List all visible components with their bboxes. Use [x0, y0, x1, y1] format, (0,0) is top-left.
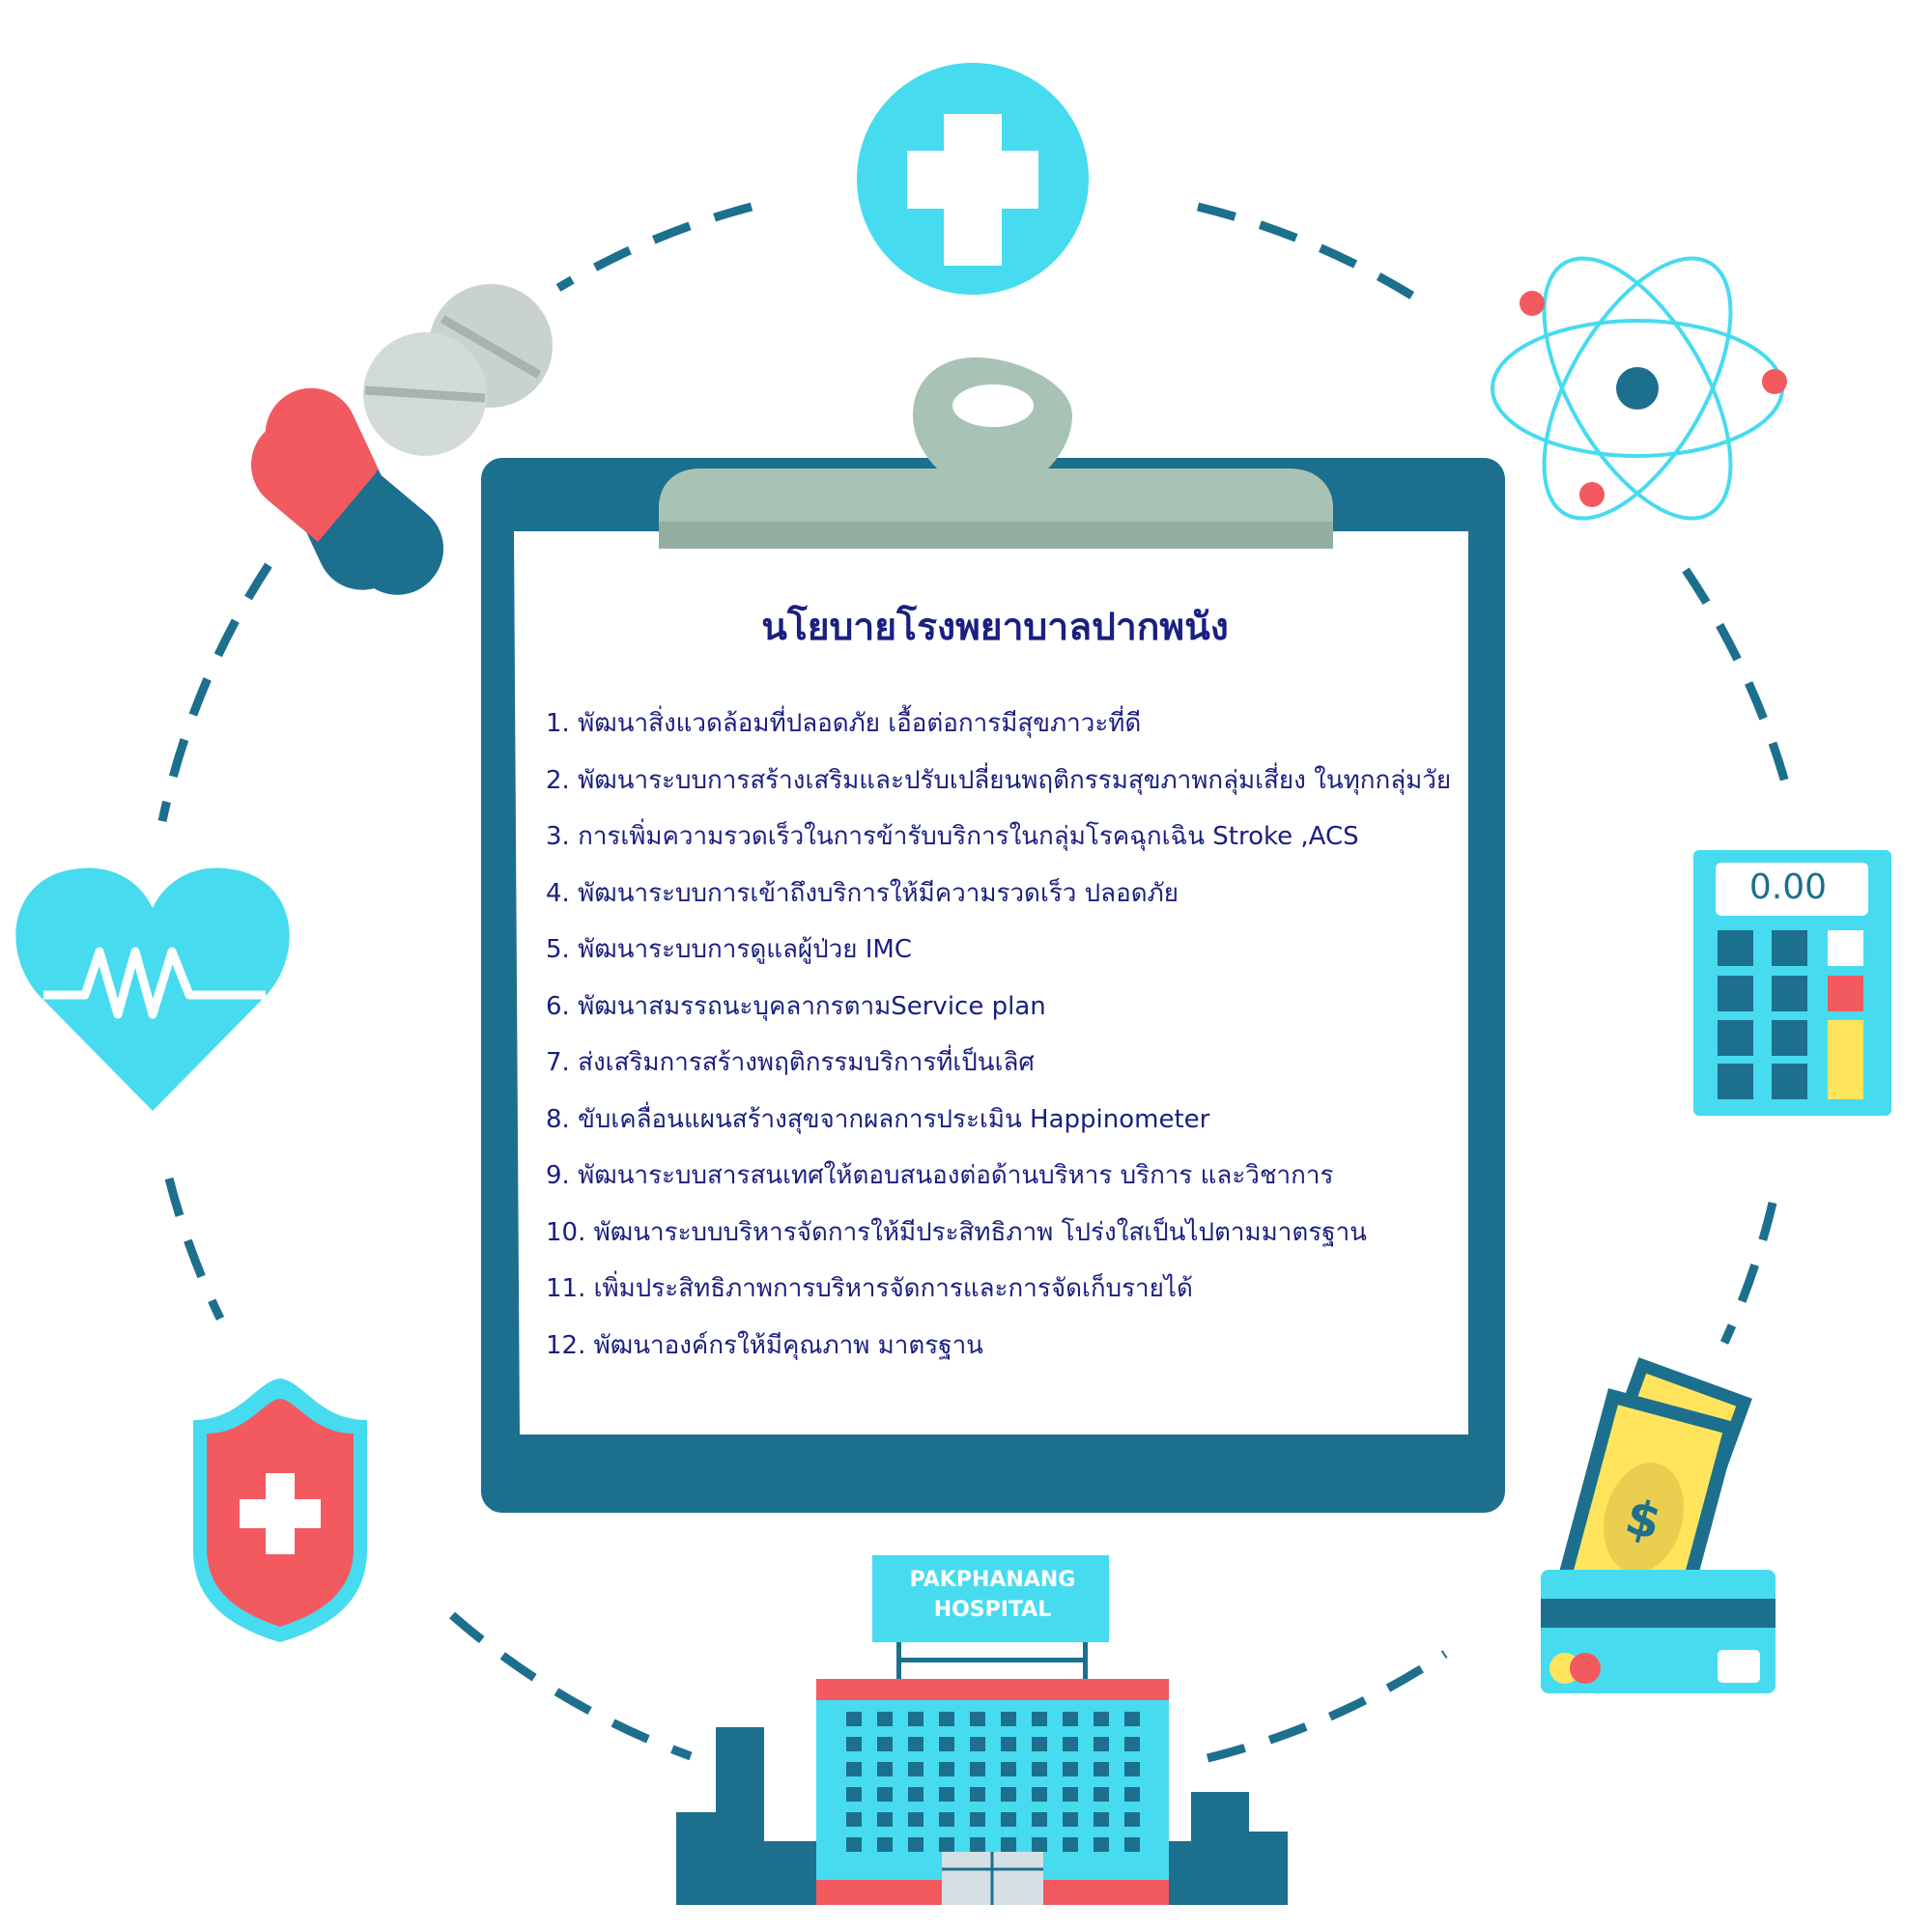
hospital-window — [1124, 1787, 1140, 1802]
atom-icon — [1491, 256, 1787, 521]
hospital-window — [1001, 1712, 1016, 1726]
hospital-building-icon — [676, 1555, 1288, 1905]
policy-item: 8. ขับเคลื่อนแผนสร้างสุขจากผลการประเมิน … — [546, 1104, 1210, 1134]
hospital-window — [1094, 1837, 1109, 1852]
hospital-window — [1001, 1737, 1016, 1751]
policy-item: 1. พัฒนาสิ่งแวดล้อมที่ปลอดภัย เอื้อต่อกา… — [546, 709, 1142, 738]
hospital-window — [1063, 1837, 1078, 1852]
ring-arc-top-left — [555, 202, 753, 292]
policy-item: 6. พัฒนาสมรรถนะบุคลากรตามService plan — [546, 991, 1046, 1021]
policy-item: 5. พัฒนาระบบการดูแลผู้ป่วย IMC — [546, 935, 912, 964]
policy-item: 9. พัฒนาระบบสารสนเทศให้ตอบสนองต่อด้านบริ… — [546, 1161, 1334, 1190]
hospital-window — [970, 1812, 985, 1827]
pills-icon — [251, 284, 553, 595]
hospital-window — [1094, 1762, 1109, 1776]
hospital-window — [1094, 1737, 1109, 1751]
hospital-window — [1032, 1737, 1047, 1751]
ring-arc-left-lower — [164, 1177, 225, 1321]
hospital-window — [1124, 1712, 1140, 1726]
hospital-window — [877, 1712, 893, 1726]
hospital-window — [1032, 1812, 1047, 1827]
hospital-window — [908, 1837, 923, 1852]
hospital-window — [877, 1737, 893, 1751]
hospital-window — [970, 1737, 985, 1751]
hospital-window — [1001, 1812, 1016, 1827]
clipboard — [481, 357, 1505, 1513]
hospital-window — [1063, 1737, 1078, 1751]
hospital-window — [846, 1837, 862, 1852]
hospital-window — [846, 1762, 862, 1776]
hospital-window — [970, 1712, 985, 1726]
hospital-sign-line1: PAKPHANANG — [909, 1568, 1076, 1592]
hospital-window — [1032, 1837, 1047, 1852]
policy-item: 3. การเพิ่มความรวดเร็วในการข้ารับบริการใ… — [546, 822, 1359, 851]
hospital-window — [846, 1787, 862, 1802]
hospital-window — [877, 1762, 893, 1776]
money-card-icon: $ $ — [1541, 1357, 1776, 1693]
medical-cross-icon — [857, 63, 1089, 295]
ring-arc-top-right — [1196, 202, 1418, 301]
hospital-window — [908, 1762, 923, 1776]
hospital-window — [1001, 1837, 1016, 1852]
hospital-window — [1063, 1712, 1078, 1726]
hospital-window — [1032, 1712, 1047, 1726]
hospital-window — [970, 1787, 985, 1802]
hospital-window — [1001, 1762, 1016, 1776]
hospital-window — [1063, 1762, 1078, 1776]
hospital-window — [970, 1762, 985, 1776]
policy-item: 12. พัฒนาองค์กรให้มีคุณภาพ มาตรฐาน — [546, 1330, 983, 1360]
policy-item: 4. พัฒนาระบบการเข้าถึงบริการให้มีความรวด… — [546, 878, 1179, 908]
hospital-window — [1094, 1812, 1109, 1827]
hospital-window — [846, 1737, 862, 1751]
hospital-window — [908, 1737, 923, 1751]
ring-arc-right-lower — [1719, 1201, 1777, 1345]
hospital-window — [1032, 1787, 1047, 1802]
policy-item: 10. พัฒนาระบบบริหารจัดการให้มีประสิทธิภา… — [546, 1217, 1367, 1247]
hospital-window — [908, 1787, 923, 1802]
hospital-window — [1124, 1737, 1140, 1751]
calculator-display: 0.00 — [1748, 867, 1827, 907]
hospital-window — [1063, 1787, 1078, 1802]
ring-arc-right-upper — [1682, 567, 1790, 784]
ring-arc-bottom-left — [449, 1611, 693, 1761]
hospital-window — [1001, 1787, 1016, 1802]
ring-arc-bottom-right — [1206, 1650, 1448, 1763]
heartbeat-icon — [15, 867, 290, 1111]
hospital-window — [1094, 1712, 1109, 1726]
policy-title: นโยบายโรงพยาบาลปากพนัง — [761, 606, 1229, 649]
hospital-window — [1124, 1837, 1140, 1852]
hospital-window — [970, 1837, 985, 1852]
hospital-window — [846, 1812, 862, 1827]
hospital-window — [1032, 1762, 1047, 1776]
hospital-window — [939, 1812, 954, 1827]
hospital-window — [877, 1837, 893, 1852]
policy-item: 2. พัฒนาระบบการสร้างเสริมและปรับเปลี่ยนพ… — [546, 765, 1452, 795]
dashed-ring — [157, 202, 1790, 1763]
hospital-window — [939, 1837, 954, 1852]
hospital-window — [1094, 1787, 1109, 1802]
policy-item: 11. เพิ่มประสิทธิภาพการบริหารจัดการและกา… — [546, 1274, 1193, 1303]
hospital-window — [877, 1787, 893, 1802]
hospital-sign: PAKPHANANG HOSPITAL — [878, 1565, 1107, 1625]
hospital-window — [1063, 1812, 1078, 1827]
hospital-window — [908, 1712, 923, 1726]
shield-cross-icon — [193, 1378, 367, 1642]
ring-arc-left-upper — [157, 562, 272, 822]
hospital-window — [939, 1762, 954, 1776]
hospital-window — [1124, 1812, 1140, 1827]
hospital-windows — [846, 1712, 1140, 1852]
hospital-window — [939, 1787, 954, 1802]
hospital-window — [908, 1812, 923, 1827]
hospital-window — [939, 1737, 954, 1751]
hospital-window — [877, 1812, 893, 1827]
hospital-sign-line2: HOSPITAL — [933, 1598, 1052, 1622]
policy-list: 1. พัฒนาสิ่งแวดล้อมที่ปลอดภัย เอื้อต่อกา… — [546, 696, 1463, 1374]
hospital-window — [1124, 1762, 1140, 1776]
hospital-window — [939, 1712, 954, 1726]
calculator-icon — [1693, 850, 1891, 1116]
policy-item: 7. ส่งเสริมการสร้างพฤติกรรมบริการที่เป็น… — [546, 1048, 1035, 1077]
clipboard-clip — [659, 357, 1333, 549]
hospital-window — [846, 1712, 862, 1726]
